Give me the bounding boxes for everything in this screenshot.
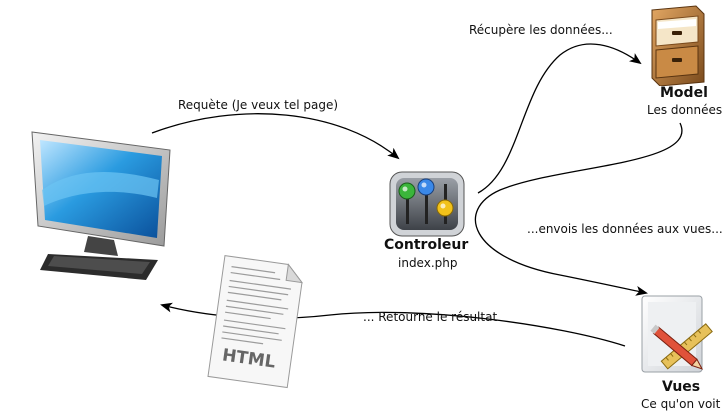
views-title: Vues: [662, 379, 701, 395]
return-arrow: [160, 302, 626, 347]
views-subtitle: Ce qu'on voit: [641, 397, 721, 411]
request-label: Requète (Je veux tel page): [178, 98, 339, 112]
controller-subtitle: index.php: [398, 256, 458, 270]
return-label: ... Retourne le résultat: [363, 310, 498, 324]
controller-title: Controleur: [384, 237, 469, 253]
send-label: ...envois les données aux vues...: [527, 222, 723, 236]
model-subtitle: Les données: [647, 103, 723, 117]
html-document-icon: [207, 255, 304, 389]
send-arrow: [474, 122, 683, 296]
computer-monitor-icon: [31, 131, 171, 280]
mixer-sliders-icon: [389, 171, 465, 237]
filing-cabinet-icon: [651, 5, 705, 86]
fetch-label: Récupère les données...: [469, 23, 613, 37]
model-title: Model: [660, 85, 708, 101]
request-arrow: [151, 113, 400, 160]
pencil-ruler-document-icon: [641, 295, 713, 373]
fetch-arrow: [477, 43, 642, 194]
